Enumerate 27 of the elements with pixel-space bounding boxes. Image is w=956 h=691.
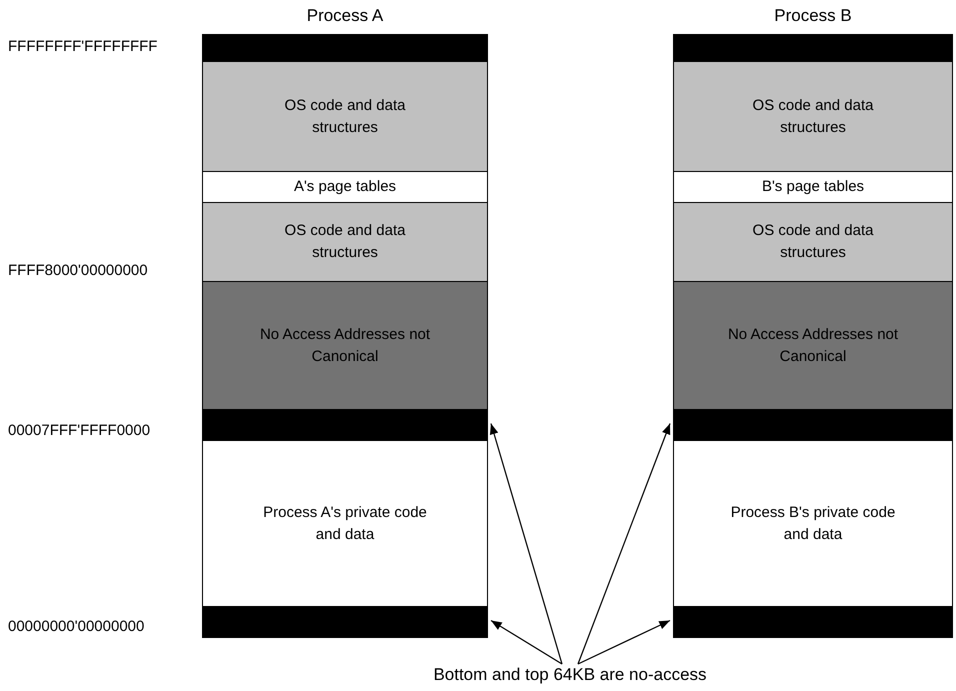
guard-band (673, 410, 953, 441)
arrow (577, 423, 671, 664)
column-heading: Process B (774, 6, 852, 26)
guard-band (202, 410, 488, 441)
guard-band (673, 607, 953, 638)
page-table-segment: B's page tables (673, 172, 953, 203)
address-label: 00000000'00000000 (8, 618, 144, 635)
os-segment: OS code and data structures (673, 62, 953, 172)
arrow (578, 620, 670, 665)
private-segment: Process A's private code and data (202, 441, 488, 607)
guard-band (202, 34, 488, 62)
column-heading: Process A (306, 6, 384, 26)
address-label: 00007FFF'FFFF0000 (8, 422, 150, 439)
arrow (490, 423, 563, 664)
no-access-segment: No Access Addresses not Canonical (673, 282, 953, 410)
private-segment: Process B's private code and data (673, 441, 953, 607)
note-text: Bottom and top 64KB are no-access (420, 662, 720, 688)
os-segment: OS code and data structures (202, 62, 488, 172)
guard-band (673, 34, 953, 62)
os-segment: OS code and data structures (202, 203, 488, 282)
page-table-segment: A's page tables (202, 172, 488, 203)
guard-band (202, 607, 488, 638)
no-access-segment: No Access Addresses not Canonical (202, 282, 488, 410)
address-label: FFFFFFFF'FFFFFFFF (8, 38, 158, 55)
arrow (490, 620, 562, 665)
os-segment: OS code and data structures (673, 203, 953, 282)
address-label: FFFF8000'00000000 (8, 262, 148, 279)
